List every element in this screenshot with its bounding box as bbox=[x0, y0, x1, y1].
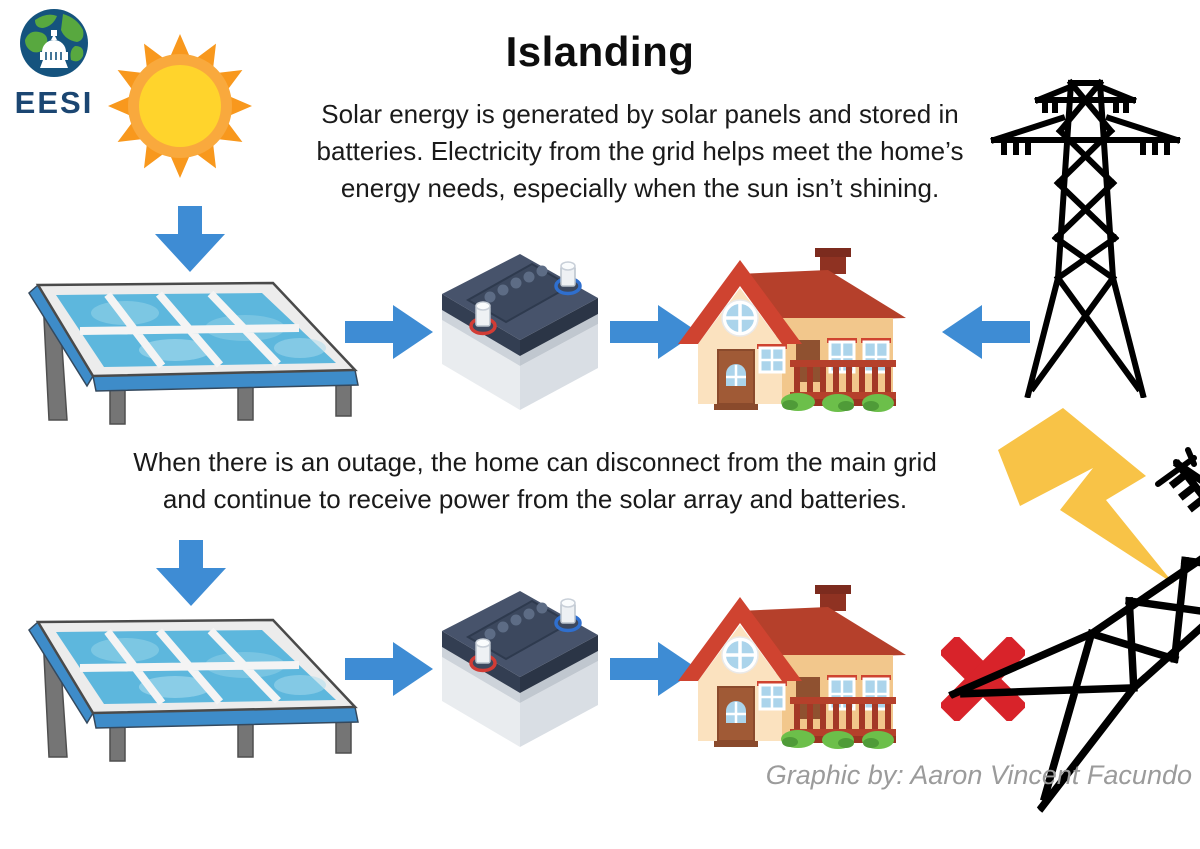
battery-icon bbox=[428, 577, 608, 749]
arrow-left-icon bbox=[942, 303, 1030, 361]
intro-text: Solar energy is generated by solar panel… bbox=[250, 96, 1030, 207]
eesi-globe-icon bbox=[20, 9, 88, 77]
battery-icon bbox=[428, 240, 608, 412]
solar-panel-icon bbox=[15, 268, 370, 428]
eesi-logo-text: EESI bbox=[14, 85, 94, 120]
outage-line-2: and continue to receive power from the s… bbox=[162, 484, 908, 514]
eesi-logo: EESI bbox=[6, 6, 102, 121]
intro-line-2: batteries. Electricity from the grid hel… bbox=[316, 136, 964, 166]
arrow-down-icon bbox=[155, 206, 225, 272]
sun-icon bbox=[105, 28, 255, 184]
arrow-right-icon bbox=[345, 640, 433, 698]
house-icon bbox=[678, 583, 906, 749]
arrow-down-icon bbox=[156, 540, 226, 606]
fallen-tower-arm-icon bbox=[1155, 447, 1197, 487]
credit-text: Graphic by: Aaron Vincent Facundo bbox=[765, 760, 1192, 790]
solar-panel-icon bbox=[15, 605, 370, 765]
outage-line-1: When there is an outage, the home can di… bbox=[133, 447, 937, 477]
intro-line-1: Solar energy is generated by solar panel… bbox=[321, 99, 959, 129]
page-title: Islanding bbox=[505, 28, 695, 75]
intro-line-3: energy needs, especially when the sun is… bbox=[340, 173, 940, 203]
outage-text: When there is an outage, the home can di… bbox=[70, 444, 1000, 518]
arrow-right-icon bbox=[345, 303, 433, 361]
house-icon bbox=[678, 246, 906, 412]
